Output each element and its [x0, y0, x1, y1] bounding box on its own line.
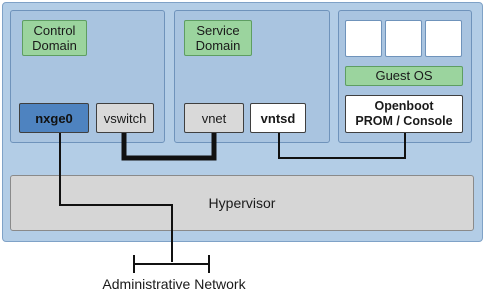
- guest-app-tile-2: [385, 20, 422, 57]
- guest-os-label: Guest OS: [345, 66, 463, 86]
- vswitch-vnet-link: [121, 133, 217, 161]
- nxge0-nic[interactable]: nxge0: [19, 103, 89, 133]
- openboot-prom-console-box[interactable]: Openboot PROM / Console: [345, 95, 463, 133]
- vntsd-console-link: [278, 133, 406, 159]
- vswitch-box[interactable]: vswitch: [96, 103, 154, 133]
- hypervisor-bar: Hypervisor: [10, 175, 474, 231]
- guest-app-tile-1: [345, 20, 382, 57]
- control-domain-label: Control Domain: [22, 20, 87, 56]
- administrative-network-label: Administrative Network: [102, 276, 246, 292]
- service-domain-label: Service Domain: [184, 20, 252, 56]
- vntsd-box[interactable]: vntsd: [250, 103, 306, 133]
- guest-app-tile-3: [425, 20, 462, 57]
- nxge0-network-link: [59, 133, 173, 262]
- vnet-box[interactable]: vnet: [184, 103, 244, 133]
